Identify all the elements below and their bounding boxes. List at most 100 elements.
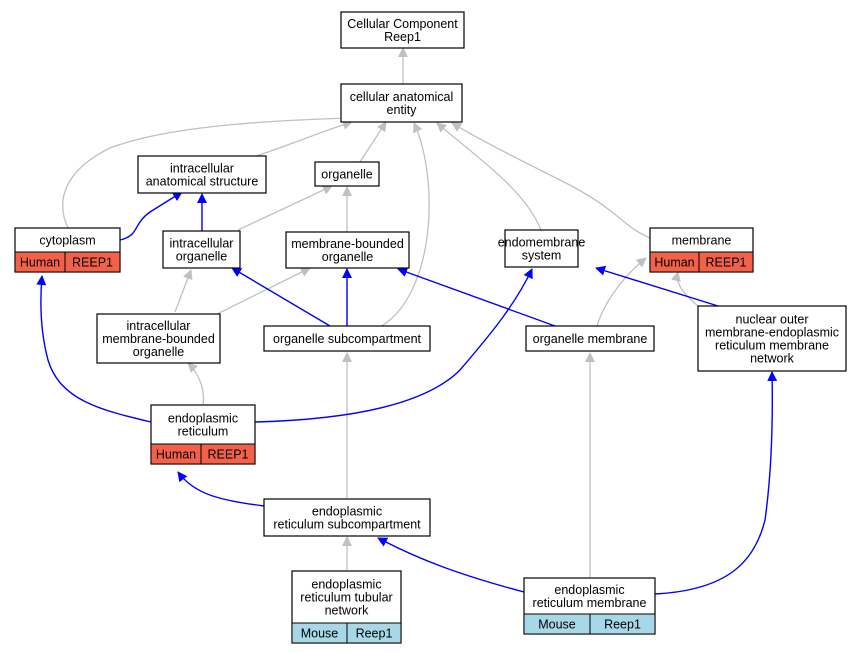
node-label-line: intracellular: [170, 162, 234, 176]
node-box: [96, 313, 221, 364]
node-box: [525, 325, 655, 352]
gene-tag-label: REEP1: [706, 256, 747, 270]
gene-tag: [200, 443, 256, 465]
edge-io-to-org: [237, 185, 333, 231]
edge-org-to-cae: [359, 121, 387, 163]
node-label-line: nuclear outer: [736, 313, 809, 327]
gene-tag-label: Reep1: [604, 618, 641, 632]
node-label-line: Reep1: [384, 30, 421, 44]
node-label-line: organelle membrane: [533, 332, 648, 346]
edge-osc-to-cae: [379, 122, 430, 328]
node-label-line: membrane-bounded: [291, 237, 404, 251]
edge-mem-to-cae: [451, 122, 651, 239]
node-box: [137, 155, 267, 194]
node-label-line: cytoplasm: [39, 234, 95, 248]
node-label-line: anatomical structure: [146, 175, 259, 189]
edge-om-to-mem: [596, 257, 647, 327]
gene-tag: [698, 251, 754, 273]
organism-tag-label: Human: [20, 256, 60, 270]
edge-imbo-to-mbo: [214, 267, 311, 316]
edge-erm-partof-noer: [654, 371, 778, 595]
edge-er-partof-cyto: [36, 275, 152, 423]
node-label-line: network: [325, 604, 370, 618]
node-label-line: endoplasmic: [168, 412, 238, 426]
gene-tag-label: REEP1: [72, 256, 113, 270]
node-box: [340, 83, 463, 123]
edge-ias-to-cae: [255, 119, 353, 157]
node-label-line: organelle: [176, 250, 227, 264]
node-label-line: Cellular Component: [347, 17, 458, 31]
edge-osc-partof-io: [231, 267, 331, 327]
node-label-line: membrane-endoplasmic: [705, 326, 839, 340]
node-label-line: cellular anatomical: [350, 90, 454, 104]
node-label-line: entity: [387, 103, 418, 117]
node-box: [263, 498, 431, 537]
node-box: [162, 230, 241, 269]
node-label-line: organelle subcompartment: [273, 332, 422, 346]
node-box: [340, 11, 465, 49]
gene-tag: [64, 251, 121, 273]
node-org[interactable]: organelle: [314, 161, 380, 187]
gene-tag-label: Reep1: [356, 627, 393, 641]
node-label-line: organelle: [133, 345, 184, 359]
node-label-line: reticulum membrane: [533, 596, 647, 610]
node-label-line: intracellular: [127, 319, 191, 333]
node-label-line: system: [522, 249, 562, 263]
is-a-edges: [62, 47, 699, 577]
node-box: [504, 229, 579, 268]
node-box: [285, 231, 410, 269]
node-label-line: endoplasmic: [311, 578, 381, 592]
node-label-line: reticulum tubular: [300, 591, 392, 605]
gene-tag-label: REEP1: [208, 448, 249, 462]
edge-cyto-to-cae: [62, 113, 353, 229]
edge-noer-partof-es: [595, 265, 719, 307]
node-label-line: endomembrane: [498, 236, 586, 250]
edge-es-to-cae: [436, 122, 542, 231]
node-label-line: organelle: [322, 250, 373, 264]
node-om[interactable]: organelle membrane: [525, 325, 655, 352]
node-osc[interactable]: organelle subcompartment: [263, 325, 431, 352]
node-label-line: endoplasmic: [312, 505, 382, 519]
organism-tag-label: Human: [156, 448, 196, 462]
node-box: [697, 305, 847, 372]
edge-om-partof-mbo: [397, 267, 556, 327]
node-label-line: reticulum: [178, 425, 229, 439]
node-label-line: reticulum membrane: [715, 339, 829, 353]
edge-imbo-to-io: [174, 269, 193, 313]
edge-erm-partof-ersc: [377, 537, 525, 593]
edge-ersc-partof-er: [177, 471, 265, 507]
node-noer[interactable]: nuclear outermembrane-endoplasmicreticul…: [697, 305, 847, 372]
node-box: [263, 325, 431, 352]
edge-cyto-partof-ias: [119, 191, 183, 241]
organism-tag-label: Mouse: [538, 618, 576, 632]
gene-tag: [346, 622, 402, 644]
part-of-edges: [36, 191, 778, 595]
edge-er-to-imbo: [187, 362, 205, 406]
edge-noer-to-mem: [671, 271, 699, 307]
organism-tag-label: Human: [654, 256, 694, 270]
gene-tag: [589, 613, 656, 635]
node-label-line: network: [750, 352, 795, 366]
node-label-line: organelle: [321, 168, 372, 182]
edge-er-partof-es: [254, 268, 533, 423]
node-label-line: intracellular: [170, 237, 234, 251]
node-label-line: membrane: [672, 234, 732, 248]
organism-tag-label: Mouse: [301, 627, 339, 641]
node-label-line: membrane-bounded: [102, 332, 215, 346]
